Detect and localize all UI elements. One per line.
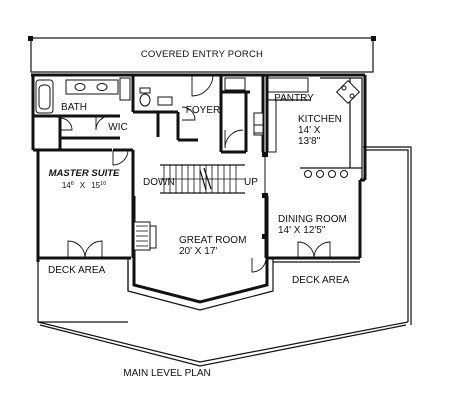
stair-down-label: DOWN bbox=[143, 177, 175, 188]
deck-right-label: DECK AREA bbox=[292, 275, 350, 286]
exterior-walls bbox=[31, 73, 367, 262]
fireplace bbox=[133, 221, 157, 251]
stairs bbox=[160, 165, 245, 193]
bath-label: BATH bbox=[61, 102, 87, 113]
doors bbox=[59, 74, 331, 273]
porch-label: COVERED ENTRY PORCH bbox=[141, 49, 263, 60]
room-labels: COVERED ENTRY PORCH BATH WIC FOYER PANTR… bbox=[48, 49, 350, 379]
plan-title: MAIN LEVEL PLAN bbox=[123, 368, 210, 379]
kitchen-label: KITCHEN bbox=[298, 114, 342, 125]
covered-porch bbox=[28, 36, 376, 73]
kitchen-dim-1: 14' X bbox=[298, 125, 321, 136]
dining-label: DINING ROOM bbox=[278, 214, 347, 225]
master-name: MASTER SUITE bbox=[49, 168, 120, 179]
interior-walls bbox=[33, 75, 310, 258]
pantry-label: PANTRY bbox=[274, 93, 314, 104]
great-room-dim: 20' X 17' bbox=[179, 246, 217, 257]
deck-left-label: DECK AREA bbox=[48, 265, 106, 276]
dining-dim: 14' X 12'5" bbox=[278, 225, 326, 236]
great-room-label: GREAT ROOM bbox=[179, 235, 246, 246]
stair-up-label: UP bbox=[244, 177, 258, 188]
bath-fixtures bbox=[35, 77, 173, 114]
foyer-label: FOYER bbox=[186, 105, 220, 116]
wic-label: WIC bbox=[108, 122, 127, 133]
kitchen-fixtures bbox=[224, 77, 363, 180]
master-label: MASTER SUITE bbox=[49, 168, 120, 179]
kitchen-dim-2: 13'8" bbox=[298, 136, 321, 147]
deck-outline bbox=[37, 146, 412, 367]
